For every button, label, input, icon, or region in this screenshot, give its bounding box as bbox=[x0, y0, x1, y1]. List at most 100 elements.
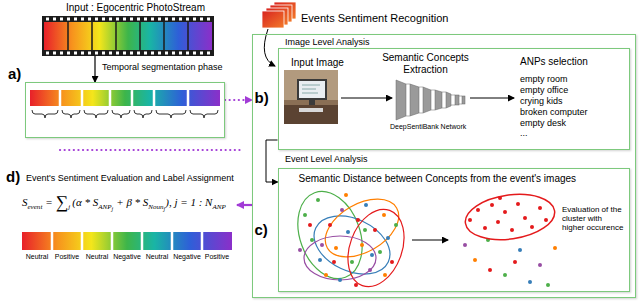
concept-dot bbox=[324, 273, 328, 277]
input-photo bbox=[284, 105, 338, 124]
concept-dot bbox=[518, 248, 522, 252]
concept-dot bbox=[378, 250, 382, 254]
concept-dot bbox=[468, 218, 472, 222]
step-letter: d) bbox=[6, 168, 20, 185]
network-name: DeepSentiBank Network bbox=[390, 123, 466, 131]
anp-item: empty office bbox=[520, 85, 568, 95]
ellipsis: ... bbox=[520, 128, 528, 138]
concept-dot bbox=[303, 213, 307, 217]
formula-term: event bbox=[28, 203, 43, 211]
formula-term: ), j = 1 : N bbox=[165, 196, 212, 208]
connector-arrow bbox=[94, 56, 95, 82]
cnn-icon bbox=[410, 84, 419, 116]
stage-label: Semantic Concepts Extraction bbox=[378, 52, 473, 75]
concept-dot bbox=[320, 243, 324, 247]
segment-brace bbox=[134, 110, 152, 118]
concept-dot bbox=[316, 198, 320, 202]
concept-dot bbox=[308, 223, 312, 227]
segment-bar bbox=[30, 90, 220, 106]
film-strip bbox=[46, 19, 212, 53]
sentiment-label: Neutral bbox=[142, 253, 172, 261]
concept-dot bbox=[334, 246, 338, 250]
concept-dot bbox=[473, 258, 477, 262]
concept-dot bbox=[370, 253, 374, 257]
film-strip bbox=[42, 16, 214, 56]
connector-arrow bbox=[237, 204, 252, 206]
concept-dot bbox=[386, 236, 390, 240]
region-heading: Event's Sentiment Evaluation and Label A… bbox=[26, 173, 234, 183]
cluster-ellipse bbox=[304, 236, 376, 280]
formula-term: = bbox=[45, 196, 52, 208]
formula-term: ANP bbox=[98, 203, 111, 211]
photo-stack-icon bbox=[262, 11, 284, 28]
formula-term: S bbox=[22, 196, 28, 208]
concept-dot bbox=[510, 228, 514, 232]
segment-brace bbox=[112, 110, 130, 118]
dotted-separator bbox=[60, 149, 240, 151]
input-photo bbox=[299, 81, 325, 98]
cluster-ellipse bbox=[305, 205, 399, 286]
concept-dot bbox=[382, 213, 386, 217]
sentiment-label: Positive bbox=[52, 253, 82, 261]
step-letter: b) bbox=[255, 89, 269, 106]
panel-heading: Events Sentiment Recognition bbox=[301, 12, 448, 25]
concept-dot bbox=[538, 206, 542, 210]
anp-item: empty room bbox=[520, 74, 568, 84]
concept-dot bbox=[328, 223, 332, 227]
sentiment-label: Positive bbox=[202, 253, 232, 261]
formula-term: ANP bbox=[212, 203, 225, 211]
selected-cluster bbox=[462, 189, 557, 245]
concept-dot bbox=[538, 263, 542, 267]
input-photo bbox=[284, 70, 338, 100]
concept-dot bbox=[513, 260, 517, 264]
sentiment-label: Negative bbox=[172, 253, 202, 261]
concept-dot bbox=[528, 280, 532, 284]
formula-term: j bbox=[68, 203, 70, 211]
concept-dot bbox=[523, 216, 527, 220]
concept-dot bbox=[503, 273, 507, 277]
sentiment-label: Neutral bbox=[82, 253, 112, 261]
cnn-icon bbox=[462, 96, 465, 104]
formula-term: j bbox=[112, 206, 114, 212]
cluster-ellipse bbox=[286, 182, 373, 287]
sentiment-label: Neutral bbox=[22, 253, 52, 261]
film-strip bbox=[42, 16, 214, 56]
cnn-icon bbox=[423, 87, 431, 113]
segment-brace bbox=[62, 110, 80, 118]
step-letter: a) bbox=[8, 65, 21, 82]
input-photo bbox=[284, 70, 338, 124]
concept-dot bbox=[340, 208, 344, 212]
concept-dot bbox=[310, 238, 314, 242]
film-strip bbox=[44, 22, 212, 50]
concept-dot bbox=[544, 218, 548, 222]
formula-term: + β * S bbox=[116, 196, 148, 208]
concept-dot bbox=[530, 225, 534, 229]
concept-dot bbox=[346, 230, 350, 234]
sentiment-bar bbox=[52, 231, 202, 251]
dotted-separator bbox=[60, 150, 240, 151]
sentiment-bar bbox=[22, 232, 232, 250]
connector-arrow bbox=[266, 140, 278, 182]
step-letter: c) bbox=[255, 221, 268, 238]
box-heading: Semantic Distance between Concepts from … bbox=[299, 173, 577, 185]
concept-dot bbox=[338, 278, 342, 282]
concept-dot bbox=[373, 228, 377, 232]
cnn-icon bbox=[455, 95, 459, 105]
cluster-note: Evaluation of the cluster with higher oc… bbox=[562, 205, 626, 233]
concept-dot bbox=[354, 283, 358, 287]
flow-arrow bbox=[470, 98, 514, 99]
formula: Sevent=∑j(α * SANPj+ β * SNounj), j = 1 … bbox=[22, 190, 226, 211]
segment-brace bbox=[190, 110, 218, 118]
concept-dot bbox=[368, 268, 372, 272]
connector-arrow bbox=[225, 99, 252, 101]
concept-dot bbox=[318, 258, 322, 262]
photo-stack-icon bbox=[262, 2, 296, 28]
concept-dot bbox=[503, 210, 507, 214]
sentiment-label: Negative bbox=[112, 253, 142, 261]
cnn-icon bbox=[406, 84, 462, 116]
concept-dot bbox=[463, 243, 467, 247]
input-photo bbox=[297, 79, 327, 100]
cnn-icon bbox=[446, 92, 451, 108]
concept-dot bbox=[488, 268, 492, 272]
concept-dot bbox=[476, 208, 480, 212]
